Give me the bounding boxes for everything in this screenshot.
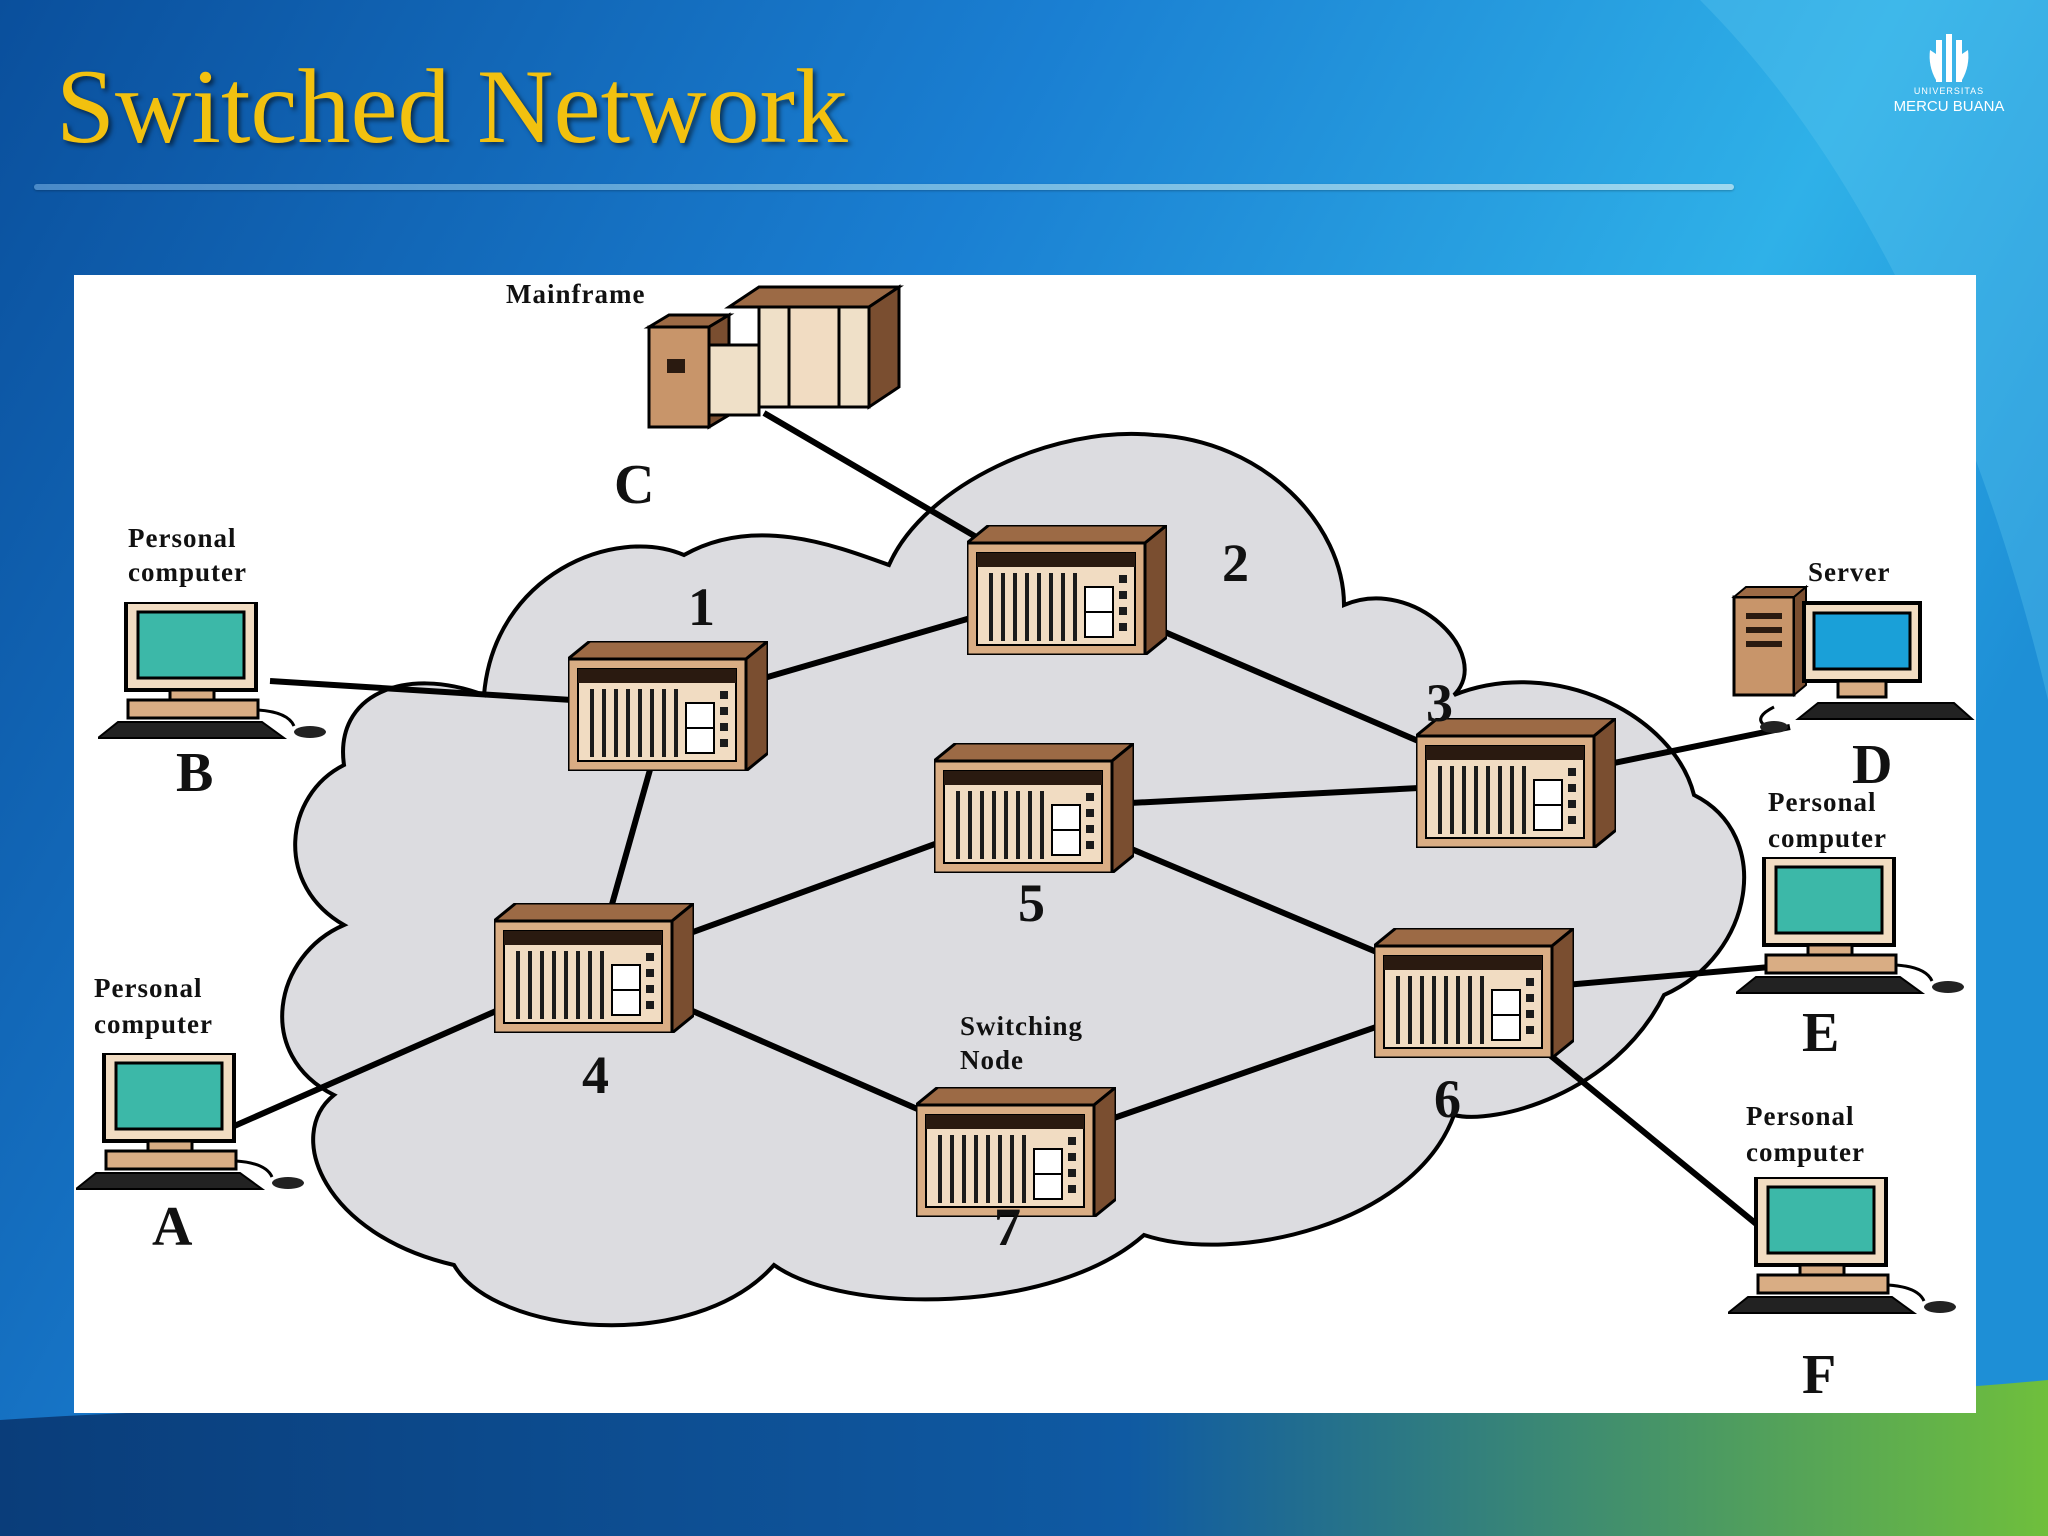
station-letter-B: B — [176, 742, 213, 804]
station-letter-C: C — [614, 454, 654, 516]
switching-node-number-1: 1 — [688, 577, 715, 637]
station-letter-F: F — [1802, 1344, 1836, 1406]
mainframe-icon — [643, 284, 904, 430]
switching-node-number-5: 5 — [1018, 873, 1045, 933]
station-caption-F-2: computer — [1746, 1137, 1865, 1167]
station-caption-C: Mainframe — [506, 279, 645, 309]
station-caption-B-2: computer — [128, 557, 247, 587]
logo-subtitle: UNIVERSITAS — [1913, 86, 1985, 96]
nodes-group: 1 2 3 4 5 6 7 — [494, 525, 1616, 1257]
personal-computer-icon — [98, 602, 328, 740]
switching-node-label-2: Node — [960, 1045, 1024, 1075]
switching-node-number-6: 6 — [1434, 1069, 1461, 1129]
station-letter-E: E — [1802, 1002, 1839, 1064]
logo-name: MERCU BUANA — [1893, 98, 2005, 115]
switching-node-icon — [494, 903, 694, 1033]
switching-node-icon — [568, 641, 768, 771]
station-caption-B-1: Personal — [128, 523, 237, 553]
station-caption-D: Server — [1808, 557, 1890, 587]
switching-node-icon — [967, 525, 1167, 655]
logo-emblem-icon — [1929, 34, 1969, 82]
switching-node-number-7: 7 — [994, 1197, 1021, 1257]
station-caption-A-1: Personal — [94, 973, 203, 1003]
station-letter-D: D — [1852, 734, 1892, 796]
station-caption-F-1: Personal — [1746, 1101, 1855, 1131]
switching-node-number-2: 2 — [1222, 533, 1249, 593]
university-logo: UNIVERSITAS MERCU BUANA — [1884, 34, 2014, 134]
personal-computer-icon — [1728, 1177, 1958, 1315]
station-caption-E-2: computer — [1768, 823, 1887, 853]
switching-node-number-3: 3 — [1426, 673, 1453, 733]
switched-network-diagram: 1 2 3 4 5 6 7 Mainframe Personal computer Serv… — [74, 275, 1976, 1413]
personal-computer-icon — [1736, 857, 1966, 995]
server-icon — [1731, 584, 1975, 733]
switching-node-icon — [1374, 928, 1574, 1058]
station-letter-A: A — [152, 1196, 193, 1258]
switching-node-icon — [1416, 718, 1616, 848]
switching-node-icon — [934, 743, 1134, 873]
slide-title: Switched Network — [56, 48, 848, 165]
switching-node-label-1: Switching — [960, 1011, 1083, 1041]
personal-computer-icon — [76, 1053, 306, 1191]
station-caption-E-1: Personal — [1768, 787, 1877, 817]
switching-node-number-4: 4 — [582, 1045, 609, 1105]
station-caption-A-2: computer — [94, 1009, 213, 1039]
title-divider — [34, 184, 1734, 190]
